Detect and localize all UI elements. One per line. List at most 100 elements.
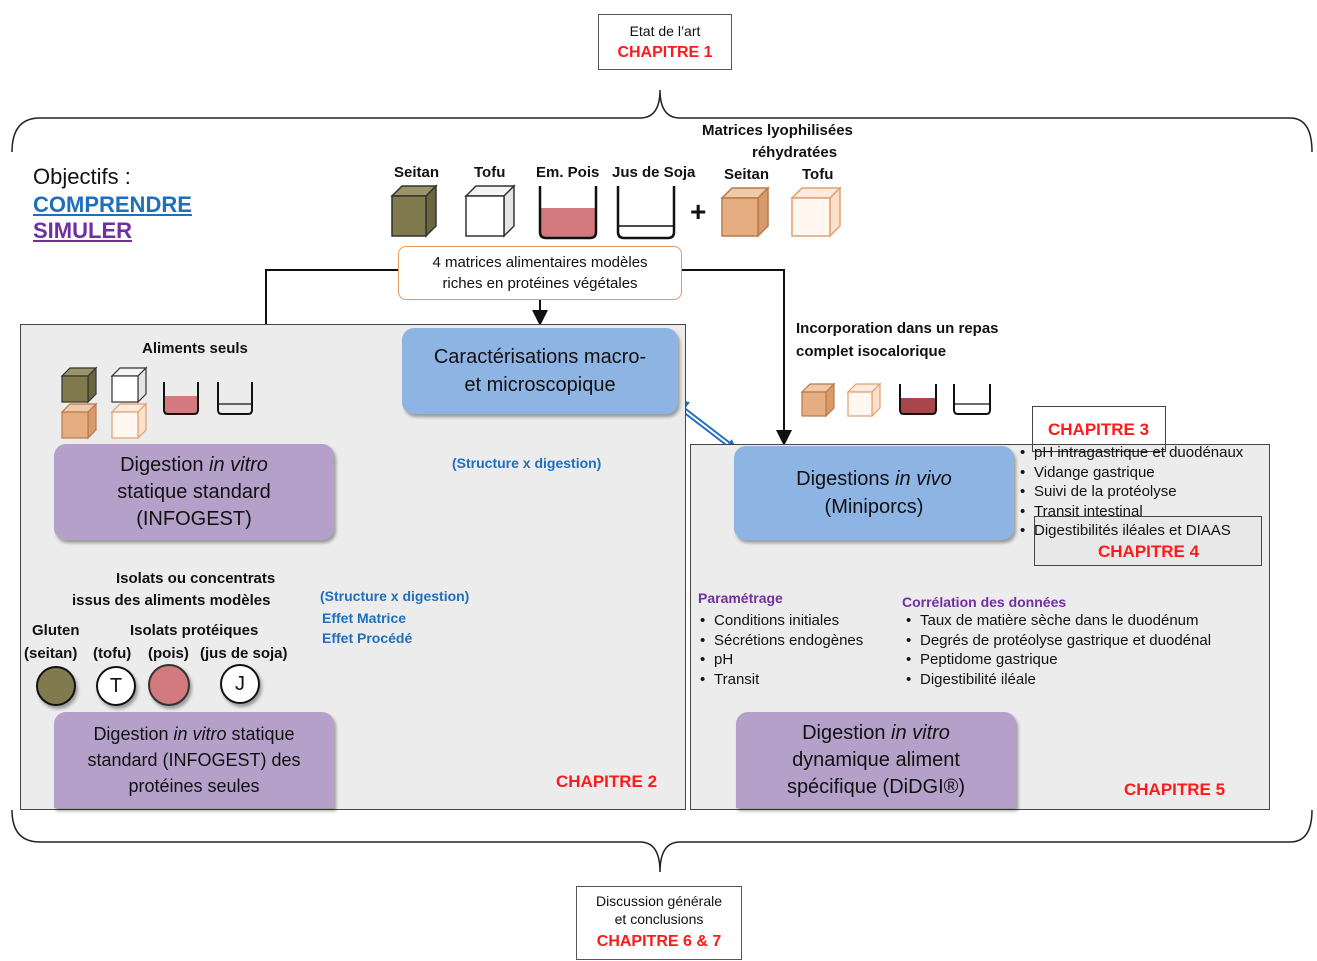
seitan-cube-icon bbox=[390, 184, 438, 238]
food-label-em-pois: Em. Pois bbox=[536, 164, 600, 181]
pois-circle-icon bbox=[148, 664, 190, 706]
dynamic-line2: dynamique aliment bbox=[792, 748, 960, 771]
header-chapter: CHAPITRE 1 bbox=[617, 44, 713, 61]
bullet-transit: Transit intestinal bbox=[1018, 502, 1243, 522]
invivo-digestion-box: Digestions in vivo (Miniporcs) bbox=[734, 446, 1014, 540]
plus-sign: + bbox=[690, 196, 707, 227]
isolats-prot-label: Isolats protéiques bbox=[130, 622, 259, 639]
characterization-line2: et microscopique bbox=[464, 374, 616, 396]
dynamic-line3: spécifique (DiDGI®) bbox=[786, 775, 966, 798]
proteins-line2: standard (INFOGEST) des bbox=[87, 750, 301, 770]
param-secretions: Sécrétions endogènes bbox=[698, 631, 863, 651]
objectives-title: Objectifs : bbox=[33, 164, 131, 189]
dynamic-digestion-box: Digestion in vitro dynamique aliment spé… bbox=[736, 712, 1016, 808]
effet-matrice-label: Effet Matrice bbox=[322, 610, 407, 626]
soja-circle-letter: J bbox=[235, 673, 245, 695]
small-soja-container-icon bbox=[217, 382, 253, 415]
soja-circle-icon: J bbox=[220, 664, 260, 704]
vertical-structure-label: (Structure x digestion) bbox=[320, 588, 470, 604]
lyo-tofu-cube-icon bbox=[790, 186, 842, 238]
invivo-line2: (Miniporcs) bbox=[824, 496, 924, 518]
correlation-title: Corrélation des données bbox=[902, 594, 1067, 610]
static-line2: statique standard bbox=[117, 480, 271, 503]
param-transit: Transit bbox=[698, 670, 863, 690]
objective-comprendre: COMPRENDRE bbox=[33, 192, 192, 217]
dynamic-line1-a: Digestion bbox=[802, 721, 892, 744]
footer-line1: Discussion générale bbox=[595, 893, 723, 909]
proteins-line1-c: statique bbox=[226, 724, 295, 744]
chapter-3-label: CHAPITRE 3 bbox=[1048, 420, 1150, 439]
lyo-title-line1: Matrices lyophilisées bbox=[702, 122, 853, 139]
parametrage-title: Paramétrage bbox=[698, 590, 783, 606]
meal-lyo-seitan-cube-icon bbox=[800, 382, 836, 418]
proteins-line1-b: in vitro bbox=[173, 724, 227, 744]
static-digestion-box: Digestion in vitro statique standard (IN… bbox=[54, 444, 334, 540]
em-pois-container-icon bbox=[538, 186, 598, 240]
bullet-digestibilites: Digestibilités iléales et DIAAS bbox=[1018, 521, 1231, 541]
top-brace bbox=[11, 89, 1313, 153]
food-label-tofu: Tofu bbox=[474, 164, 506, 181]
chapter-3-bullets: pH intragastrique et duodénaux Vidange g… bbox=[1018, 443, 1243, 521]
proteins-digestion-box: Digestion in vitro statique standard (IN… bbox=[54, 712, 334, 808]
objectives: Objectifs : COMPRENDRE SIMULER bbox=[33, 164, 192, 244]
param-ph: pH bbox=[698, 650, 863, 670]
incorporation-line2: complet isocalorique bbox=[796, 343, 947, 360]
structure-digestion-center: (Structure x digestion) bbox=[452, 455, 602, 471]
jus-soja-container-icon bbox=[616, 186, 676, 240]
food-label-seitan: Seitan bbox=[394, 164, 440, 181]
chapter-5-label: CHAPITRE 5 bbox=[1124, 780, 1226, 799]
dynamic-line1-b: in vitro bbox=[891, 721, 950, 744]
header-box: Etat de l’art CHAPITRE 1 bbox=[598, 14, 732, 70]
small-tofu-cube-icon bbox=[110, 366, 148, 404]
food-label-jus-soja: Jus de Soja bbox=[612, 164, 696, 181]
gluten-circle-icon bbox=[36, 666, 76, 706]
lyo-seitan-cube-icon bbox=[720, 186, 770, 238]
isolats-line2: issus des aliments modèles bbox=[72, 592, 271, 609]
chapter-4-label: CHAPITRE 4 bbox=[1098, 542, 1200, 561]
small-lyo-seitan-cube-icon bbox=[60, 402, 98, 440]
lyo-label-tofu: Tofu bbox=[802, 166, 834, 183]
bullet-ph: pH intragastrique et duodénaux bbox=[1018, 443, 1243, 463]
meal-pois-container-icon bbox=[899, 384, 937, 415]
static-line1-b: in vitro bbox=[209, 453, 268, 476]
small-seitan-cube-icon bbox=[60, 366, 98, 404]
isolats-line1: Isolats ou concentrats bbox=[116, 570, 276, 587]
sub-label-seitan: (seitan) bbox=[24, 645, 78, 662]
param-conditions: Conditions initiales bbox=[698, 611, 863, 631]
small-pois-container-icon bbox=[163, 382, 199, 415]
small-lyo-tofu-cube-icon bbox=[110, 402, 148, 440]
gluten-label: Gluten bbox=[32, 622, 80, 639]
static-line3: (INFOGEST) bbox=[136, 507, 252, 530]
aliments-seuls-label: Aliments seuls bbox=[142, 340, 248, 357]
objective-simuler: SIMULER bbox=[33, 218, 132, 243]
chapter-2-label: CHAPITRE 2 bbox=[556, 772, 658, 791]
footer-box: Discussion générale et conclusions CHAPI… bbox=[576, 886, 742, 960]
sub-label-pois: (pois) bbox=[148, 645, 189, 662]
tofu-circle-icon: T bbox=[96, 666, 136, 706]
sub-label-tofu: (tofu) bbox=[93, 645, 132, 662]
meal-lyo-tofu-cube-icon bbox=[846, 382, 882, 418]
corr-digestibilite: Digestibilité iléale bbox=[904, 670, 1211, 690]
correlation-list: Taux de matière sèche dans le duodénum D… bbox=[904, 611, 1211, 689]
invivo-line1-b: in vivo bbox=[895, 468, 952, 490]
incorporation-line1: Incorporation dans un repas bbox=[796, 320, 999, 337]
bullet-vidange: Vidange gastrique bbox=[1018, 463, 1243, 483]
bullet-proteolyse: Suivi de la protéolyse bbox=[1018, 482, 1243, 502]
meal-soja-container-icon bbox=[953, 384, 991, 415]
matrices-line1: 4 matrices alimentaires modèles bbox=[432, 254, 648, 271]
effet-procede-label: Effet Procédé bbox=[322, 630, 413, 646]
matrices-line2: riches en protéines végétales bbox=[442, 275, 638, 292]
lyo-title-line2: réhydratées bbox=[752, 144, 838, 161]
tofu-circle-letter: T bbox=[109, 675, 123, 697]
arrow-to-invivo bbox=[682, 269, 792, 446]
tofu-cube-icon bbox=[464, 184, 516, 238]
chapter-4-bullets: Digestibilités iléales et DIAAS bbox=[1018, 521, 1231, 541]
parametrage-list: Conditions initiales Sécrétions endogène… bbox=[698, 611, 863, 689]
invivo-line1-a: Digestions bbox=[796, 468, 896, 490]
characterization-line1: Caractérisations macro- bbox=[433, 346, 647, 368]
proteins-line3: protéines seules bbox=[128, 776, 260, 796]
proteins-line1-a: Digestion bbox=[93, 724, 174, 744]
header-text: Etat de l’art bbox=[629, 23, 701, 39]
